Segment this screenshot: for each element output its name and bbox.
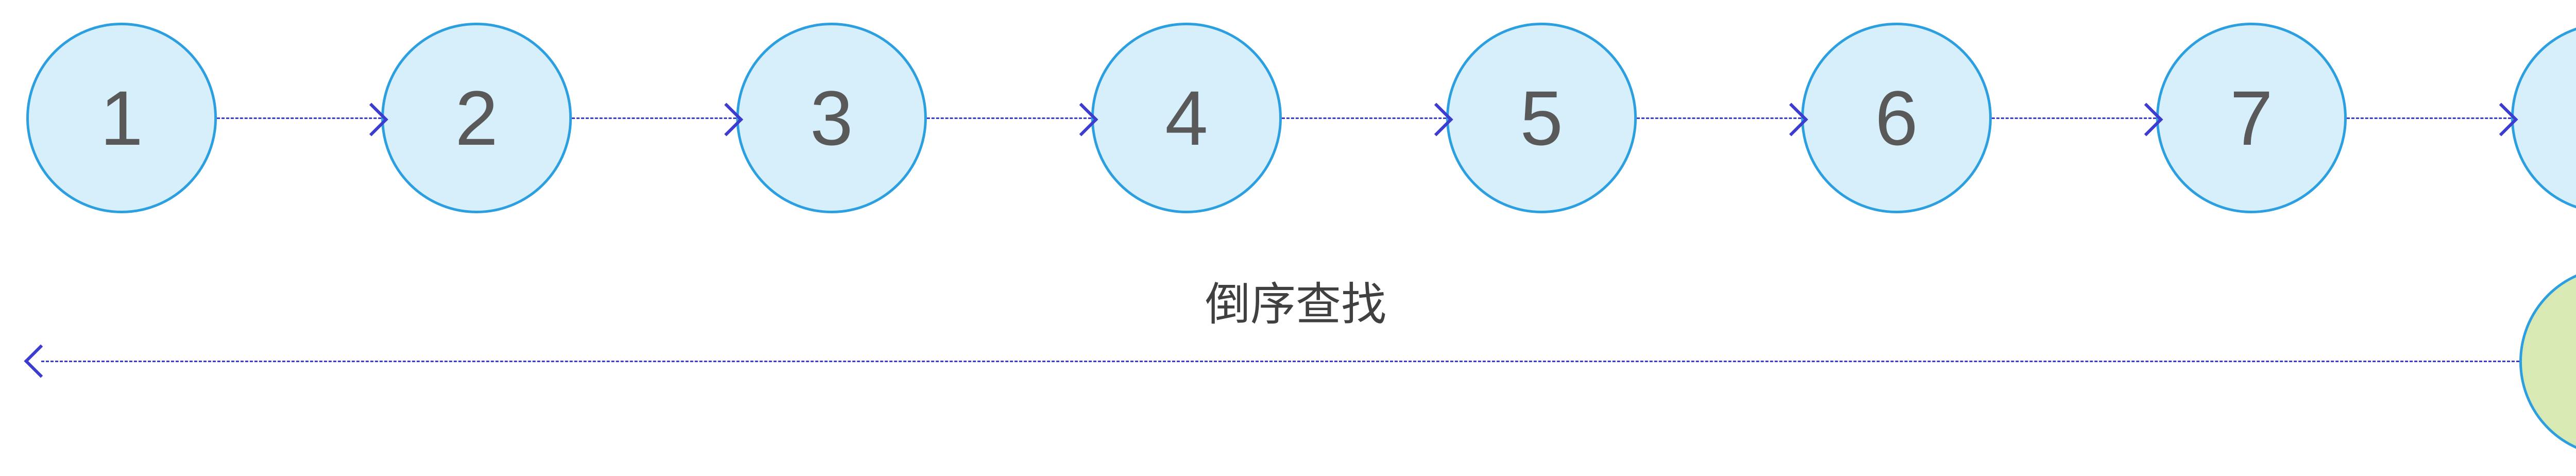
node-2: 2 <box>381 23 572 213</box>
forward-arrow-2 <box>572 102 743 137</box>
node-3-label: 3 <box>810 74 853 161</box>
node-3: 3 <box>736 23 927 213</box>
arrow-left-icon <box>24 344 58 378</box>
node-5: 5 <box>1446 23 1637 213</box>
node-5-label: 5 <box>1520 74 1563 161</box>
forward-arrow-1 <box>217 102 388 137</box>
node-6: 6 <box>1801 23 1992 213</box>
node-1-label: 1 <box>100 74 143 161</box>
node-4: 4 <box>1091 23 1282 213</box>
node-4-label: 4 <box>1165 74 1208 161</box>
node-1: 1 <box>26 23 217 213</box>
forward-arrow-4 <box>1282 102 1453 137</box>
forward-chain: 1 2 3 4 5 6 <box>26 23 2576 213</box>
reverse-arrow-line <box>41 361 2519 362</box>
node-2-label: 2 <box>455 74 498 161</box>
forward-arrow-6 <box>1992 102 2163 137</box>
forward-arrow-3 <box>927 102 1098 137</box>
node-8: 8 <box>2511 23 2576 213</box>
forward-arrow-5 <box>1637 102 1808 137</box>
node-7: 7 <box>2156 23 2347 213</box>
node-6-label: 6 <box>1875 74 1918 161</box>
reverse-search-label: 倒序查找 <box>1205 279 1386 330</box>
node-7-label: 7 <box>2230 74 2273 161</box>
forward-arrow-7 <box>2347 102 2518 137</box>
